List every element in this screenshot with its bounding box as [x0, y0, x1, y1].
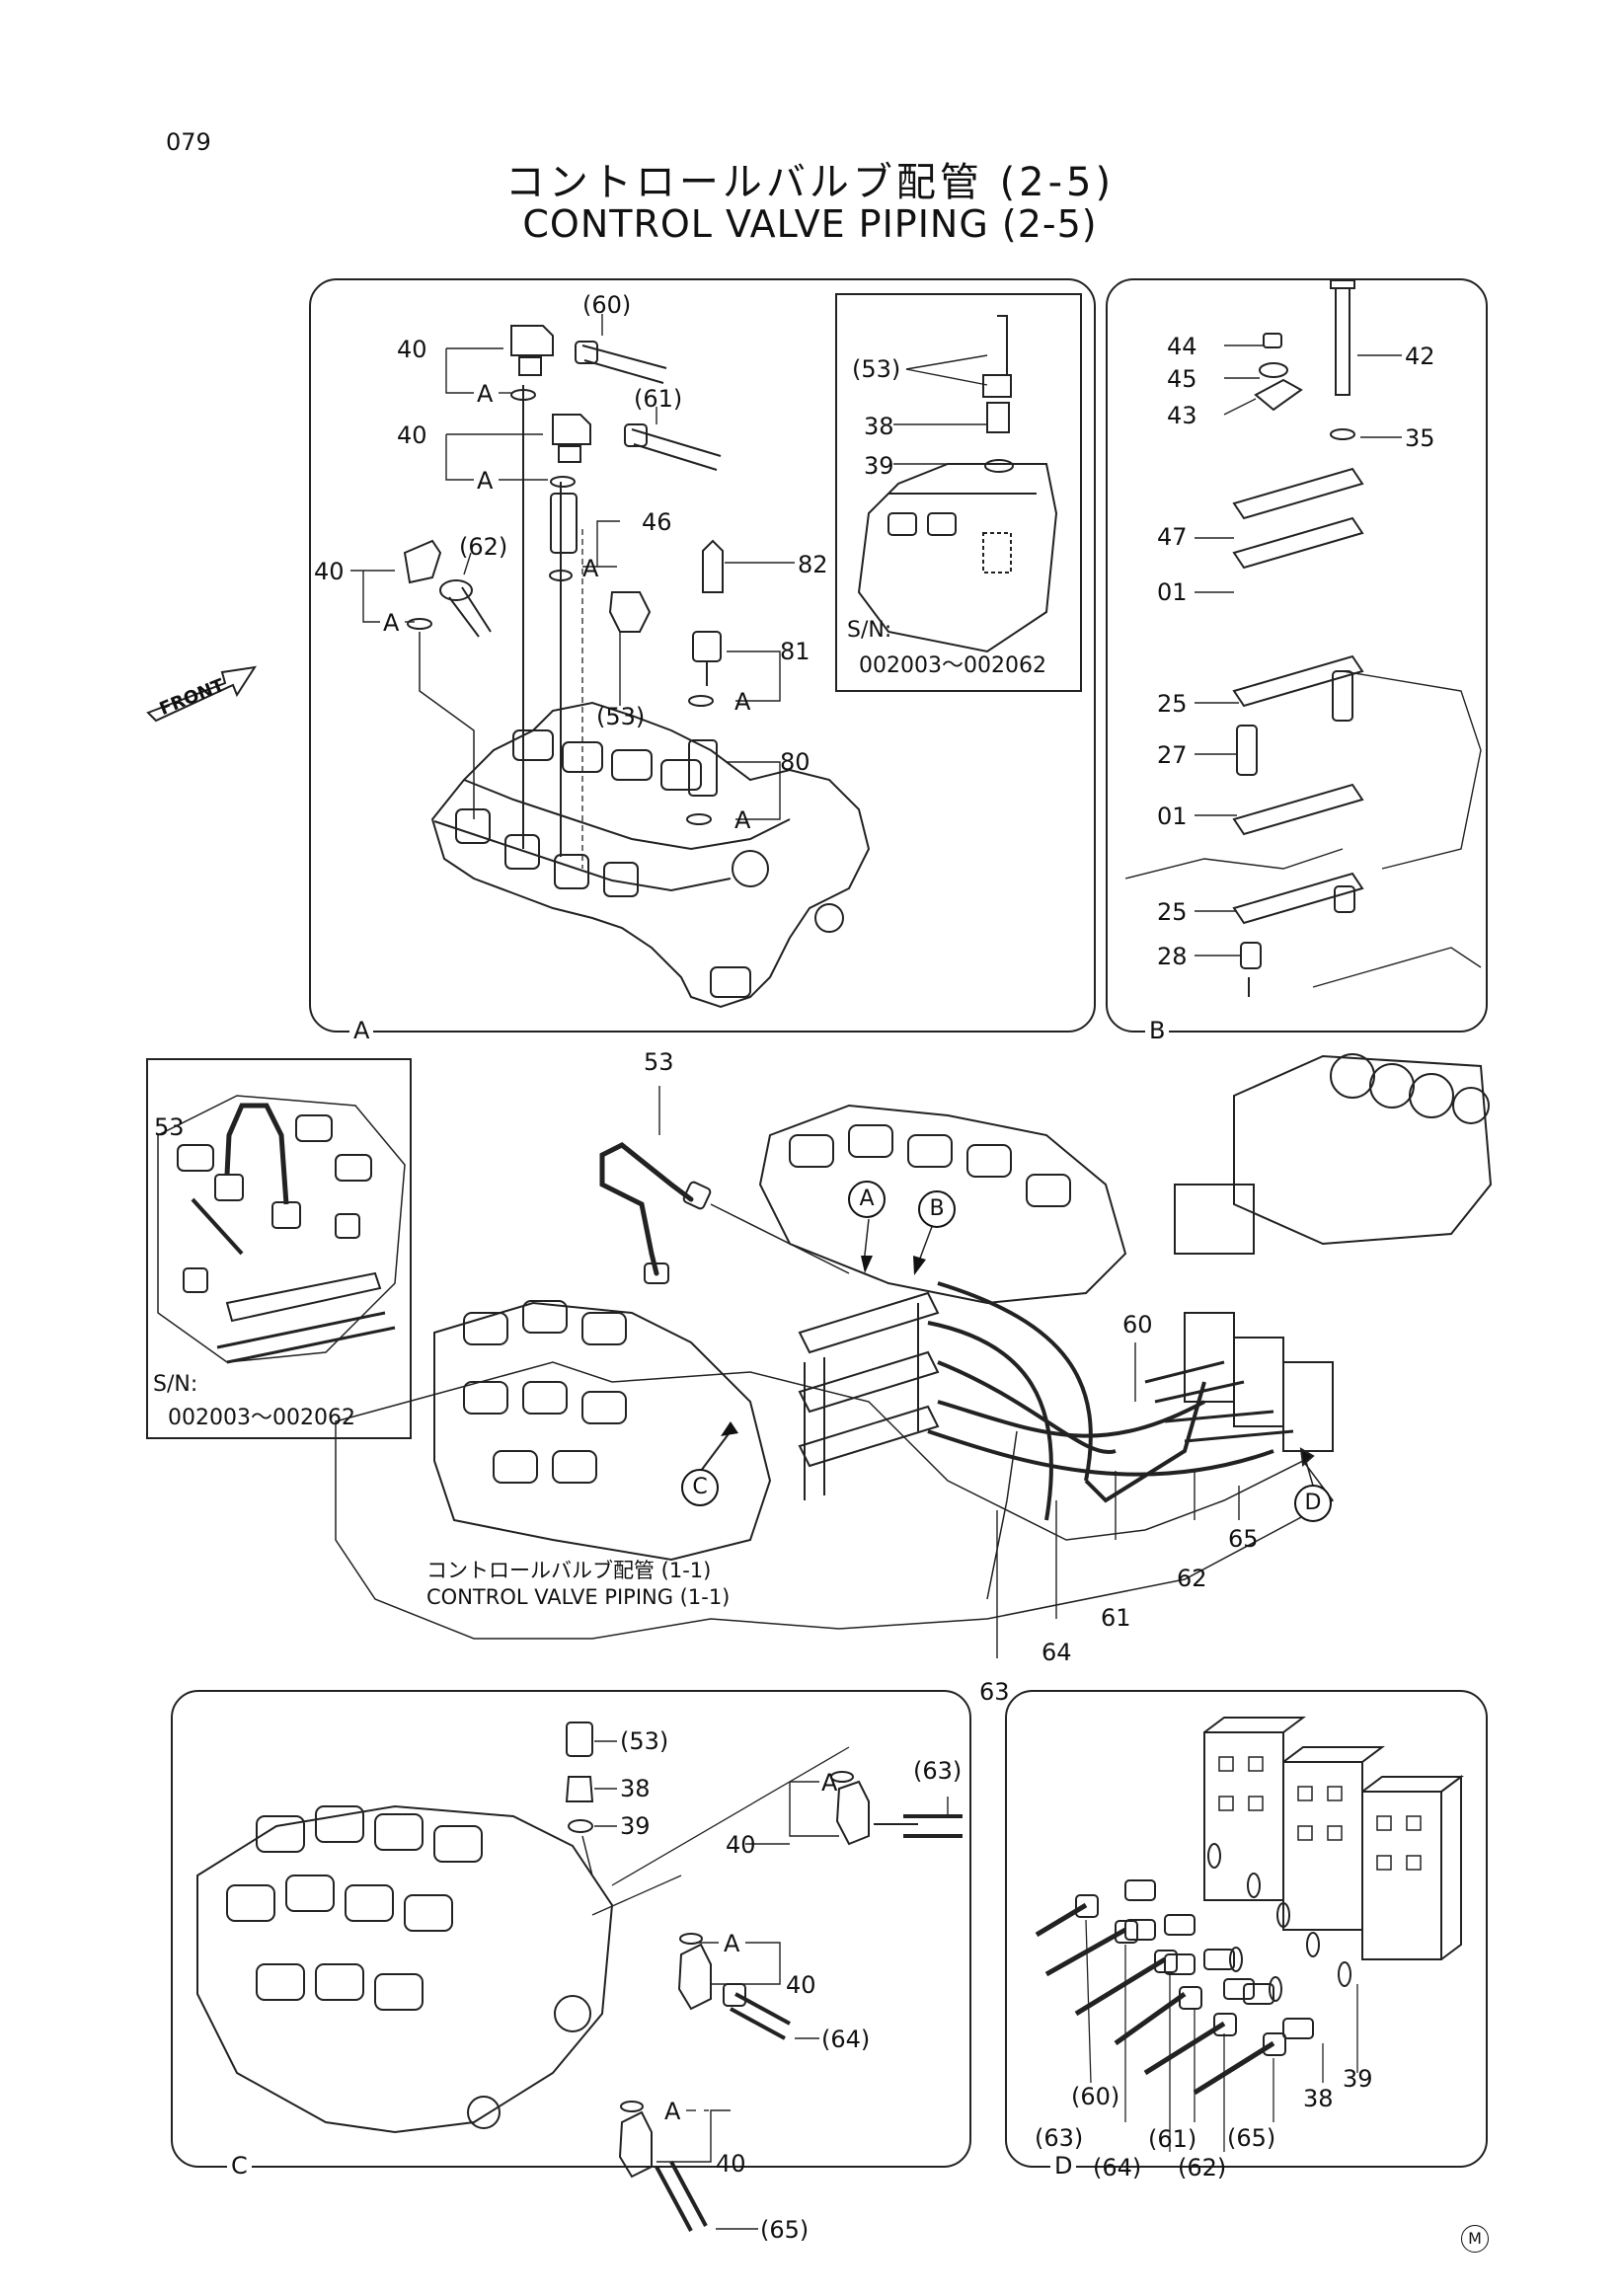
panel-a-inset-sn-label: S/N: [847, 618, 892, 643]
main-inset-label-53: 53 [154, 1113, 185, 1141]
main-reference-japanese: コントロールバルブ配管 (1-1) [426, 1559, 712, 1582]
panel-a-mark-a-6: A [734, 806, 751, 834]
panel-c-label-65: (65) [760, 2216, 810, 2244]
main-callout-a: A [848, 1181, 886, 1218]
panel-c-label-39: 39 [620, 1812, 651, 1840]
panel-b-label-27: 27 [1157, 741, 1188, 769]
panel-a-inset-drawing [857, 315, 1058, 653]
panel-b-letter: B [1145, 1017, 1170, 1044]
panel-c-label-53: (53) [620, 1727, 669, 1755]
panel-c-label-40-low: 40 [716, 2150, 746, 2178]
panel-a-frame [309, 278, 1096, 1033]
panel-c-leaders [594, 1740, 949, 2230]
main-label-62: 62 [1177, 1565, 1207, 1592]
panel-b-frame [1106, 278, 1488, 1033]
panel-b-label-01-low: 01 [1157, 803, 1188, 830]
page-title-japanese: コントロールバルブ配管 (2-5) [504, 160, 1116, 205]
panel-a-label-46: 46 [642, 508, 672, 536]
main-callout-b: B [918, 1190, 956, 1228]
panel-a-inset-label-39: 39 [864, 452, 894, 480]
panel-c-label-64: (64) [821, 2026, 871, 2053]
main-label-64: 64 [1041, 1639, 1072, 1666]
panel-a-inset-label-53: (53) [852, 355, 901, 383]
panel-d-label-64: (64) [1093, 2154, 1142, 2181]
main-label-65: 65 [1228, 1525, 1259, 1553]
panel-b-label-25-low: 25 [1157, 898, 1188, 926]
panel-a-label-60: (60) [582, 291, 632, 319]
page-title-english: CONTROL VALVE PIPING (2-5) [522, 202, 1098, 246]
panel-b-label-44: 44 [1167, 333, 1197, 360]
panel-c-label-38: 38 [620, 1775, 651, 1802]
main-label-61: 61 [1101, 1604, 1131, 1632]
panel-c-mark-a-1: A [821, 1769, 838, 1797]
panel-d-label-38: 38 [1303, 2085, 1334, 2112]
panel-a-label-40-low: 40 [314, 558, 345, 585]
panel-d-label-63: (63) [1035, 2124, 1084, 2152]
panel-a-leaders [350, 314, 795, 820]
panel-b-label-43: 43 [1167, 402, 1197, 429]
panel-a-label-53: (53) [596, 703, 646, 730]
panel-a-label-62: (62) [459, 533, 508, 561]
panel-a-label-80: 80 [780, 748, 810, 776]
panel-d-label-65: (65) [1227, 2124, 1276, 2152]
panel-d-letter: D [1050, 2152, 1077, 2180]
main-assembly-drawing [335, 1053, 1493, 1658]
panel-b-label-45: 45 [1167, 365, 1197, 393]
panel-b-drawing [1124, 279, 1482, 997]
panel-d-label-62: (62) [1178, 2154, 1227, 2181]
main-inset-frame [146, 1058, 412, 1439]
panel-b-label-25-top: 25 [1157, 690, 1188, 718]
main-callout-c: C [681, 1469, 719, 1506]
main-inset-drawing [157, 1095, 406, 1364]
panel-a-inset-sn-range: 002003～002062 [859, 653, 1046, 678]
main-reference-english: CONTROL VALVE PIPING (1-1) [426, 1585, 731, 1609]
panel-a-mark-a-3: A [582, 555, 599, 582]
panel-b-leaders [1195, 344, 1402, 957]
panel-a-inset-frame [835, 293, 1082, 692]
panel-c-letter: C [227, 2152, 252, 2180]
main-inset-sn-range: 002003～002062 [168, 1406, 355, 1430]
panel-c-label-40-mid: 40 [786, 1971, 816, 1999]
panel-a-label-81: 81 [780, 638, 810, 665]
panel-a-inset-label-38: 38 [864, 413, 894, 440]
panel-a-label-61: (61) [634, 385, 683, 413]
main-inset-sn-label: S/N: [153, 1372, 198, 1397]
main-label-63: 63 [979, 1678, 1010, 1706]
panel-a-drawing [403, 325, 871, 1009]
panel-a-label-82: 82 [798, 551, 828, 578]
panel-d-drawing [1035, 1717, 1464, 2152]
corner-m-mark: M [1461, 2225, 1489, 2253]
main-label-60: 60 [1122, 1311, 1153, 1339]
panel-d-label-39: 39 [1343, 2065, 1373, 2093]
panel-b-label-35: 35 [1405, 424, 1435, 452]
panel-d-label-60: (60) [1071, 2083, 1120, 2110]
panel-b-label-01-top: 01 [1157, 578, 1188, 606]
panel-b-label-42: 42 [1405, 343, 1435, 370]
panel-a-label-40-top: 40 [397, 336, 427, 363]
panel-c-frame [171, 1690, 971, 2168]
main-callout-d: D [1294, 1485, 1332, 1522]
panel-c-mark-a-2: A [724, 1930, 740, 1957]
panel-d-frame [1005, 1690, 1488, 2168]
main-label-53: 53 [644, 1048, 674, 1076]
panel-a-inset-leaders [893, 354, 988, 465]
page-number: 079 [166, 128, 211, 156]
panel-b-label-28: 28 [1157, 943, 1188, 970]
panel-d-label-61: (61) [1148, 2125, 1197, 2153]
panel-c-mark-a-3: A [664, 2098, 681, 2125]
panel-a-mark-a-1: A [477, 380, 494, 408]
panel-a-mark-a-4: A [383, 609, 400, 637]
panel-a-mark-a-2: A [477, 467, 494, 495]
panel-b-label-47: 47 [1157, 523, 1188, 551]
panel-c-label-40-top: 40 [726, 1831, 756, 1859]
front-arrow-shape [146, 665, 258, 723]
panel-a-label-40-mid: 40 [397, 421, 427, 449]
panel-c-label-63: (63) [913, 1757, 963, 1785]
panel-a-mark-a-5: A [734, 688, 751, 716]
panel-a-letter: A [349, 1017, 374, 1044]
